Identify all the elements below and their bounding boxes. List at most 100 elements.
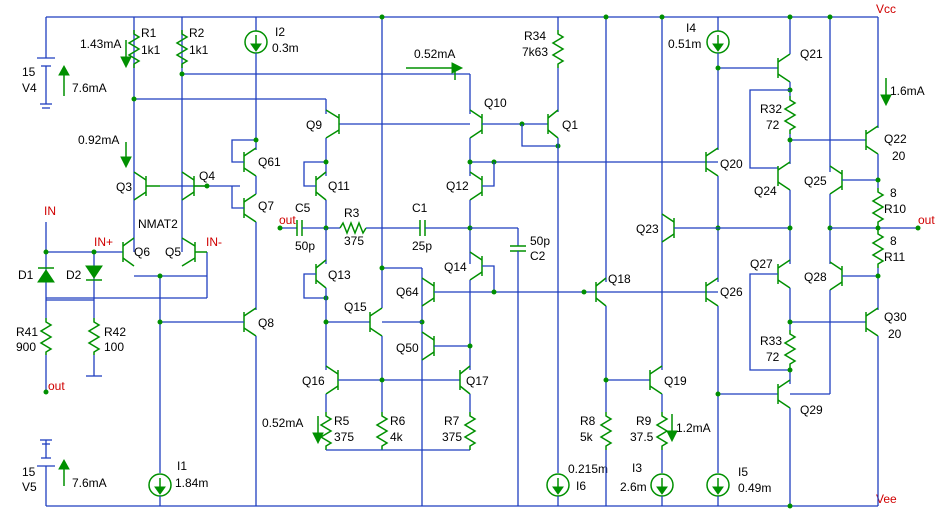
supply-v5 [37,439,70,506]
q22-label: Q22 [884,132,907,146]
pin-out-bottom: out [48,379,65,393]
pin-out-c5: out [279,213,296,227]
resistor-r42 [87,318,101,355]
i2-value: 0.3m [272,41,299,55]
transistor-q27 [777,259,791,289]
v4-name: V4 [22,81,37,95]
nmat-label: NMAT2 [138,217,178,231]
r1-name: R1 [141,26,157,40]
r2-name: R2 [189,26,205,40]
i1-name: I1 [177,459,187,473]
transistor-q21 [777,53,791,83]
r32-name: R32 [760,102,782,116]
transistor-q4 [181,171,207,201]
d1-label: D1 [18,268,34,282]
q9-label: Q9 [306,118,322,132]
r11-value: 8 [890,234,897,248]
transistor-q26 [705,277,719,307]
q22-current: 1.6mA [890,84,925,98]
current-source-i5 [706,473,730,506]
i6-name: I6 [576,479,586,493]
transistor-q6 [122,237,135,267]
resistor-r33 [783,330,797,368]
transistor-q12 [469,162,495,201]
q13-label: Q13 [328,268,351,282]
resistor-r1 [127,30,141,68]
i2-name: I2 [275,25,285,39]
r11-name: R11 [884,250,905,264]
transistor-q61 [231,139,257,177]
q1-label: Q1 [562,118,578,132]
i4-value: 0.51m [668,37,701,51]
r7-name: R7 [444,414,460,428]
transistor-q50 [421,331,470,361]
v4-value: 15 [22,65,36,79]
r33-name: R33 [760,334,782,348]
transistor-q18 [595,277,607,307]
q10-current: 0.52mA [414,47,455,61]
resistor-r11 [871,230,885,268]
q61-label: Q61 [258,155,281,169]
q5-label: Q5 [165,245,181,259]
q15-label: Q15 [344,300,367,314]
transistor-q9 [325,109,340,139]
transistor-q3 [133,171,160,201]
pin-out-right: out [918,213,935,227]
r41-value: 900 [16,340,36,354]
q27-label: Q27 [750,257,773,271]
r32-value: 72 [766,118,780,132]
i6-value: 0.215m [568,462,608,476]
q3-current: 0.92mA [78,133,119,147]
input-network [45,222,123,392]
r2-value: 1k1 [189,43,209,57]
q6-label: Q6 [134,245,150,259]
i1-value: 1.84m [175,476,208,490]
i3-value: 2.6m [620,480,647,494]
r9-value: 37.5 [630,430,654,444]
i5-value: 0.49m [738,481,771,495]
q4-label: Q4 [199,169,215,183]
capacitor-c2 [470,227,526,506]
r41-name: R41 [16,325,38,339]
diode-d2 [85,265,103,281]
q26-label: Q26 [720,285,743,299]
c1-name: C1 [412,201,428,215]
q24-label: Q24 [754,184,777,198]
transistor-q22 [865,125,879,155]
q64-label: Q64 [396,285,419,299]
q25-label: Q25 [804,174,827,188]
c5-name: C5 [295,201,311,215]
transistor-q64 [421,277,718,307]
transistor-q25 [829,165,878,195]
r6-name: R6 [390,414,406,428]
current-source-i2 [244,17,268,150]
r33-value: 72 [766,350,780,364]
q17-label: Q17 [466,374,489,388]
vee-label: Vee [876,492,897,506]
resistor-r7 [463,412,477,450]
q22-value: 20 [892,149,906,163]
transistor-q8 [160,307,257,506]
transistor-q23 [661,213,790,243]
r9-name: R9 [636,414,652,428]
r42-name: R42 [104,325,126,339]
r8-name: R8 [580,414,596,428]
r1-value: 1k1 [141,43,161,57]
q30-value: 20 [888,327,902,341]
q10-label: Q10 [484,96,507,110]
r3-value: 375 [344,234,364,248]
q3-label: Q3 [116,180,132,194]
resistor-r6 [375,412,389,450]
r5-name: R5 [334,414,350,428]
c1-value: 25p [412,239,432,253]
transistor-q10 [469,74,548,139]
c2-name: C2 [530,249,546,263]
supply-v4 [37,17,70,109]
q9-wiring [325,99,470,125]
transistor-q19 [649,365,663,395]
v5-value: 15 [22,465,36,479]
v5-current: 7.6mA [72,476,107,490]
current-source-i6 [546,473,570,506]
d2-label: D2 [66,268,82,282]
